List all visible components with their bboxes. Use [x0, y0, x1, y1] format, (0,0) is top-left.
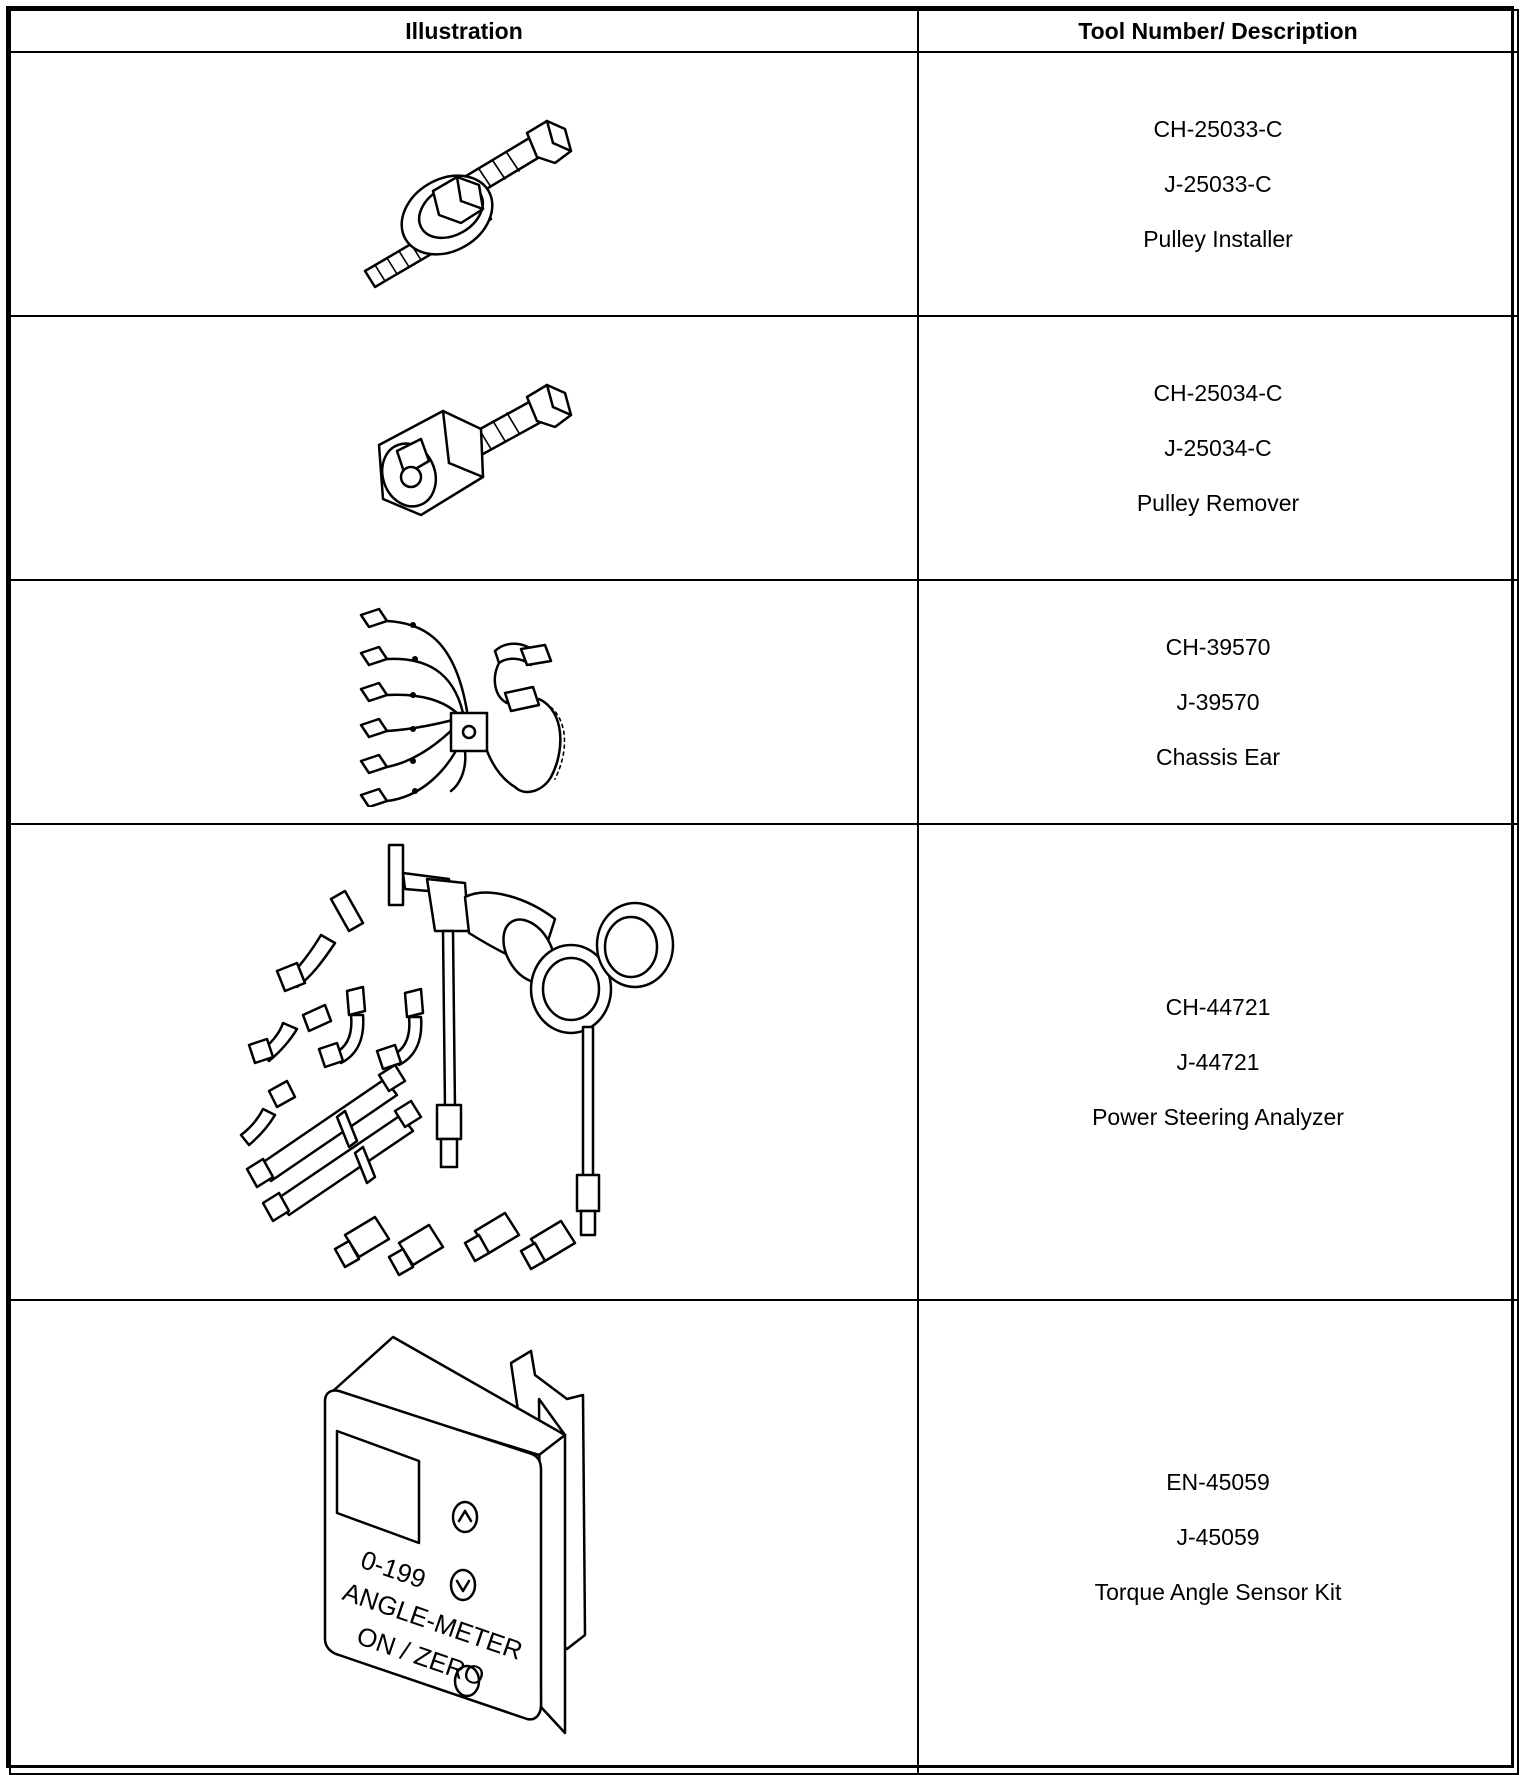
tool-number: CH-39570: [1165, 633, 1271, 660]
alt-tool-number: J-25034-C: [1164, 434, 1272, 461]
illustration-cell: 0-199 ANGLE-METER ON / ZERO: [9, 1299, 919, 1775]
tool-description: Power Steering Analyzer: [1092, 1103, 1344, 1130]
header-illustration: Illustration: [9, 9, 919, 53]
power-steering-analyzer-illustration: [239, 843, 675, 1277]
description-cell: CH-39570 J-39570 Chassis Ear: [917, 579, 1519, 825]
tool-number: EN-45059: [1166, 1468, 1270, 1495]
chassis-ear-illustration: [359, 607, 566, 807]
description-cell: EN-45059 J-45059 Torque Angle Sensor Kit: [917, 1299, 1519, 1775]
alt-tool-number: J-25033-C: [1164, 170, 1272, 197]
tool-description: Chassis Ear: [1156, 743, 1280, 770]
table-row: CH-39570 J-39570 Chassis Ear: [9, 579, 1519, 825]
tool-table-frame: Illustration Tool Number/ Description: [6, 6, 1519, 1775]
alt-tool-number: J-44721: [1176, 1048, 1260, 1075]
tool-number: CH-25033-C: [1153, 115, 1283, 142]
pulley-installer-illustration: [363, 119, 573, 289]
table-row: CH-25033-C J-25033-C Pulley Installer: [9, 51, 1519, 317]
tool-description: Pulley Remover: [1136, 489, 1300, 516]
tool-description: Pulley Installer: [1143, 225, 1293, 252]
description-cell: CH-25033-C J-25033-C Pulley Installer: [917, 51, 1519, 317]
table-row: 0-199 ANGLE-METER ON / ZERO EN-45059 J-4…: [9, 1299, 1519, 1775]
description-cell: CH-25034-C J-25034-C Pulley Remover: [917, 315, 1519, 581]
torque-angle-sensor-illustration: 0-199 ANGLE-METER ON / ZERO: [323, 1335, 587, 1735]
illustration-cell: [9, 315, 919, 581]
tool-number: CH-44721: [1165, 993, 1271, 1020]
description-cell: CH-44721 J-44721 Power Steering Analyzer: [917, 823, 1519, 1301]
alt-tool-number: J-45059: [1176, 1523, 1260, 1550]
table-row: CH-44721 J-44721 Power Steering Analyzer: [9, 823, 1519, 1301]
illustration-cell: [9, 579, 919, 825]
pulley-remover-illustration: [377, 383, 573, 517]
tool-description: Torque Angle Sensor Kit: [1094, 1578, 1342, 1605]
tool-table: Illustration Tool Number/ Description: [9, 9, 1519, 1775]
alt-tool-number: J-39570: [1176, 688, 1260, 715]
header-description: Tool Number/ Description: [917, 9, 1519, 53]
illustration-cell: [9, 51, 919, 317]
tool-number: CH-25034-C: [1153, 379, 1283, 406]
table-row: CH-25034-C J-25034-C Pulley Remover: [9, 315, 1519, 581]
illustration-cell: [9, 823, 919, 1301]
